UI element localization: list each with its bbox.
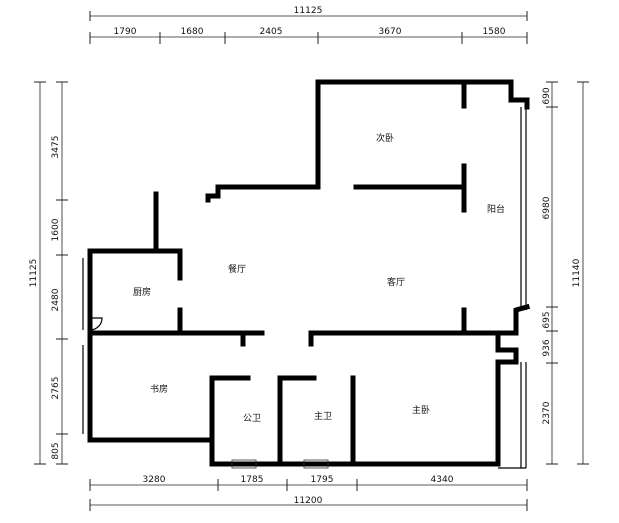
left-total-dim: 11125 — [29, 259, 39, 288]
bottom-dimensions: 3280 1785 1795 4340 11200 — [89, 475, 528, 511]
left-dim-4: 2765 — [51, 377, 61, 400]
room-living: 客厅 — [387, 276, 405, 288]
bottom-dim-4: 4340 — [431, 475, 454, 485]
room-study: 书房 — [150, 383, 168, 395]
top-dimensions: 11125 1790 1680 2405 3670 1580 — [89, 6, 528, 44]
top-dim-4: 3670 — [379, 27, 402, 37]
left-dim-1: 3475 — [51, 136, 61, 159]
left-dim-2: 1600 — [51, 218, 61, 241]
room-kitchen: 厨房 — [133, 286, 151, 298]
top-total-dim: 11125 — [294, 6, 323, 16]
top-dim-1: 1790 — [114, 27, 137, 37]
right-dim-2: 6980 — [542, 196, 552, 219]
top-dim-5: 1580 — [483, 27, 506, 37]
right-dimensions: 690 6980 695 936 2370 11140 — [542, 81, 589, 465]
room-master-bedroom: 主卧 — [412, 404, 430, 416]
room-master-bath: 主卫 — [314, 410, 332, 422]
left-dim-5: 805 — [51, 442, 61, 459]
walls — [82, 79, 531, 469]
top-dim-3: 2405 — [260, 27, 283, 37]
left-dim-3: 2480 — [51, 288, 61, 311]
room-dining: 餐厅 — [228, 263, 246, 275]
bottom-dim-1: 3280 — [143, 475, 166, 485]
right-dim-3: 695 — [542, 311, 552, 328]
room-public-bath: 公卫 — [243, 413, 261, 424]
room-labels: 次卧 阳台 餐厅 客厅 厨房 书房 公卫 主卫 主卧 — [133, 132, 505, 424]
bottom-total-dim: 11200 — [294, 496, 323, 506]
right-dim-5: 2370 — [542, 401, 552, 424]
top-dim-2: 1680 — [181, 27, 204, 37]
bottom-dim-3: 1795 — [311, 475, 334, 485]
bottom-dim-2: 1785 — [241, 475, 264, 485]
right-total-dim: 11140 — [572, 258, 582, 287]
room-balcony: 阳台 — [487, 203, 505, 215]
room-second-bedroom: 次卧 — [376, 132, 394, 144]
right-dim-4: 936 — [542, 339, 552, 356]
right-dim-1: 690 — [542, 87, 552, 104]
left-dimensions: 11125 3475 1600 2480 2765 805 — [29, 81, 68, 465]
